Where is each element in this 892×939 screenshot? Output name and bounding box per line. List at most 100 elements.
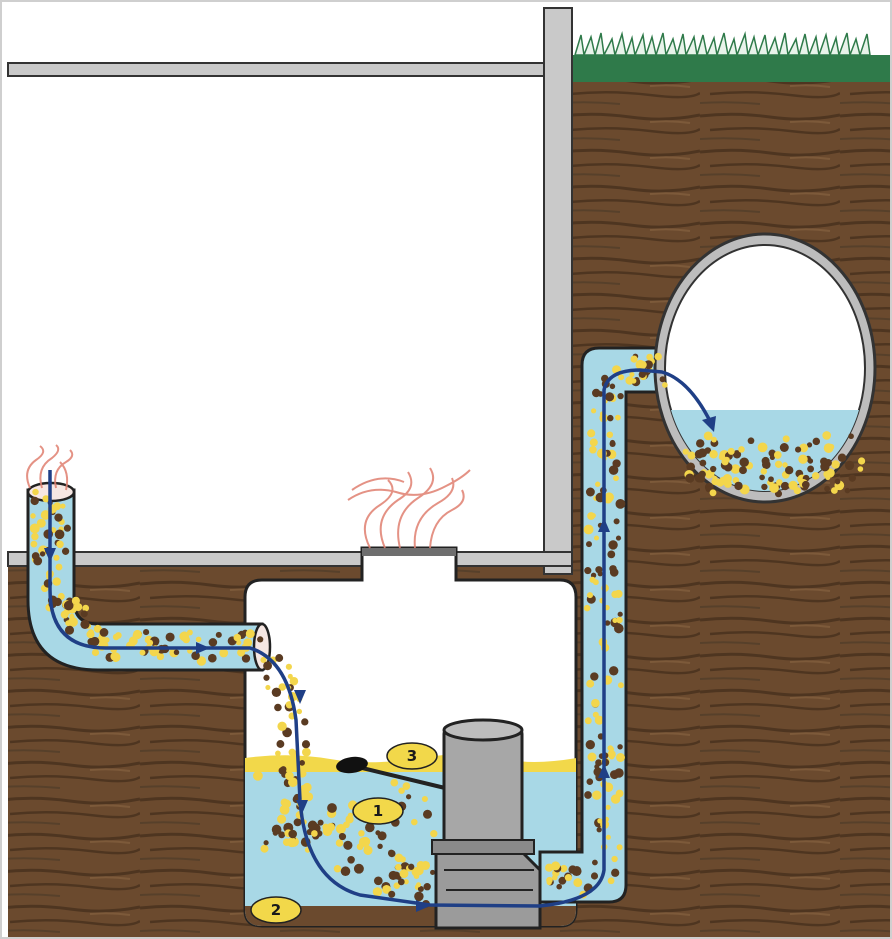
waste-particle xyxy=(609,465,618,474)
waste-particle xyxy=(781,482,789,490)
waste-particle xyxy=(849,475,856,482)
waste-particle xyxy=(272,825,282,835)
waste-particle xyxy=(589,446,597,454)
waste-particle xyxy=(390,779,398,787)
waste-particle xyxy=(246,629,255,638)
waste-particle xyxy=(53,577,61,585)
vent-opening xyxy=(362,548,456,556)
waste-particle xyxy=(424,883,431,890)
waste-particle xyxy=(80,620,89,629)
waste-particle xyxy=(343,841,352,850)
waste-particle xyxy=(759,475,765,481)
waste-particle xyxy=(739,457,748,466)
waste-particle xyxy=(616,536,621,541)
waste-particle xyxy=(616,499,626,509)
waste-particle xyxy=(795,447,801,453)
waste-particle xyxy=(274,704,282,712)
waste-particle xyxy=(585,717,592,724)
waste-particle xyxy=(416,882,421,887)
waste-particle xyxy=(607,415,613,421)
waste-particle xyxy=(617,393,623,399)
waste-particle xyxy=(297,709,302,714)
waste-particle xyxy=(761,468,767,474)
waste-particle xyxy=(584,525,594,535)
waste-particle xyxy=(739,466,747,474)
waste-particle xyxy=(55,529,65,539)
waste-particle xyxy=(592,860,598,866)
waste-particle xyxy=(606,805,611,810)
waste-particle xyxy=(219,649,228,658)
waste-particle xyxy=(587,778,594,785)
waste-particle xyxy=(166,633,175,642)
waste-particle xyxy=(395,854,404,863)
waste-particle xyxy=(813,438,820,445)
callout-3-label: 3 xyxy=(407,747,417,765)
waste-particle xyxy=(586,740,595,749)
waste-particle xyxy=(253,771,263,781)
waste-particle xyxy=(56,541,64,549)
waste-particle xyxy=(845,488,851,494)
waste-particle xyxy=(395,864,402,871)
waste-particle xyxy=(808,458,813,463)
waste-particle xyxy=(762,457,770,465)
waste-particle xyxy=(728,448,735,455)
waste-particle xyxy=(90,637,99,646)
waste-particle xyxy=(629,372,634,377)
waste-particle xyxy=(304,789,309,794)
waste-particle xyxy=(607,551,615,559)
callout-2: 2 xyxy=(251,897,301,923)
waste-particle xyxy=(748,437,755,444)
waste-particle xyxy=(388,850,395,857)
waste-particle xyxy=(608,540,617,549)
waste-particle xyxy=(824,486,830,492)
waste-particle xyxy=(820,457,828,465)
waste-particle xyxy=(81,610,88,617)
waste-particle xyxy=(30,513,35,518)
waste-particle xyxy=(373,887,382,896)
waste-particle xyxy=(783,435,790,442)
waste-particle xyxy=(822,431,831,440)
waste-particle xyxy=(54,513,62,521)
waste-particle xyxy=(616,617,622,623)
waste-particle xyxy=(257,636,263,642)
waste-particle xyxy=(30,497,38,505)
waste-particle xyxy=(618,612,623,617)
waste-particle xyxy=(31,533,38,540)
waste-particle xyxy=(696,439,704,447)
waste-particle xyxy=(687,451,695,459)
waste-particle xyxy=(593,579,599,585)
waste-particle xyxy=(774,451,782,459)
waste-particle xyxy=(591,513,596,518)
waste-particle xyxy=(614,768,623,777)
waste-particle xyxy=(100,628,109,637)
waste-particle xyxy=(802,481,810,489)
waste-particle xyxy=(133,630,142,639)
waste-particle xyxy=(646,354,653,361)
waste-particle xyxy=(858,457,865,464)
waste-particle xyxy=(611,869,619,877)
waste-particle xyxy=(660,376,666,382)
waste-particle xyxy=(377,844,382,849)
waste-particle xyxy=(812,472,820,480)
waste-particle xyxy=(611,591,618,598)
waste-particle xyxy=(858,466,864,472)
waste-particle xyxy=(698,475,706,483)
waste-particle xyxy=(208,654,217,663)
waste-particle xyxy=(831,487,838,494)
waste-particle xyxy=(835,479,841,485)
waste-particle xyxy=(609,747,614,752)
waste-particle xyxy=(403,782,411,790)
waste-particle xyxy=(31,541,38,548)
waste-particle xyxy=(848,433,854,439)
callout-1: 1 xyxy=(353,798,403,824)
waste-particle xyxy=(769,483,779,493)
waste-particle xyxy=(588,753,597,762)
waste-particle xyxy=(594,764,599,769)
waste-particle xyxy=(734,482,742,490)
waste-particle xyxy=(301,718,308,725)
callout-3: 3 xyxy=(387,743,437,769)
waste-particle xyxy=(263,661,272,670)
waste-particle xyxy=(32,552,40,560)
waste-particle xyxy=(430,830,437,837)
